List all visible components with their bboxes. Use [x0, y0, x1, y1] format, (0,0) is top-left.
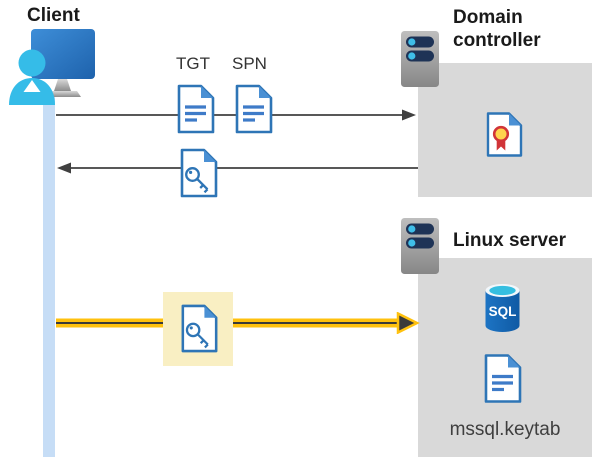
domain-controller-label: Domain controller: [453, 7, 541, 51]
sql-database-icon: SQL: [483, 282, 522, 333]
linux-server-icon: [400, 217, 440, 275]
arrowhead-right-icon: [402, 109, 416, 121]
keytab-filename-label: mssql.keytab: [449, 419, 561, 440]
request-arrow-to-dc: [56, 107, 418, 123]
kerberos-ticket-arrow: [56, 312, 420, 334]
monitor-stand-neck: [54, 79, 71, 91]
spn-document-icon: [233, 83, 275, 135]
sql-badge-text: SQL: [489, 304, 517, 319]
response-arrow-to-client: [56, 160, 418, 176]
linux-server-label: Linux server: [453, 230, 566, 251]
key-document-icon: [177, 147, 221, 199]
monitor-screen: [31, 29, 95, 79]
person-head: [18, 49, 46, 77]
client-workstation-icon: [8, 27, 100, 105]
certificate-icon: [484, 111, 525, 158]
person-collar: [23, 80, 41, 92]
tgt-label: TGT: [176, 54, 210, 73]
tgt-document-icon: [175, 83, 217, 135]
domain-controller-server-icon: [400, 30, 440, 88]
keytab-document-icon: [482, 352, 524, 405]
keytab-ticket-icon: [178, 303, 221, 354]
arrowhead-yellow-icon: [396, 312, 420, 334]
arrowhead-left-icon: [57, 162, 71, 174]
client-lifeline: [43, 95, 55, 457]
spn-label: SPN: [232, 54, 267, 73]
client-label: Client: [27, 5, 80, 26]
